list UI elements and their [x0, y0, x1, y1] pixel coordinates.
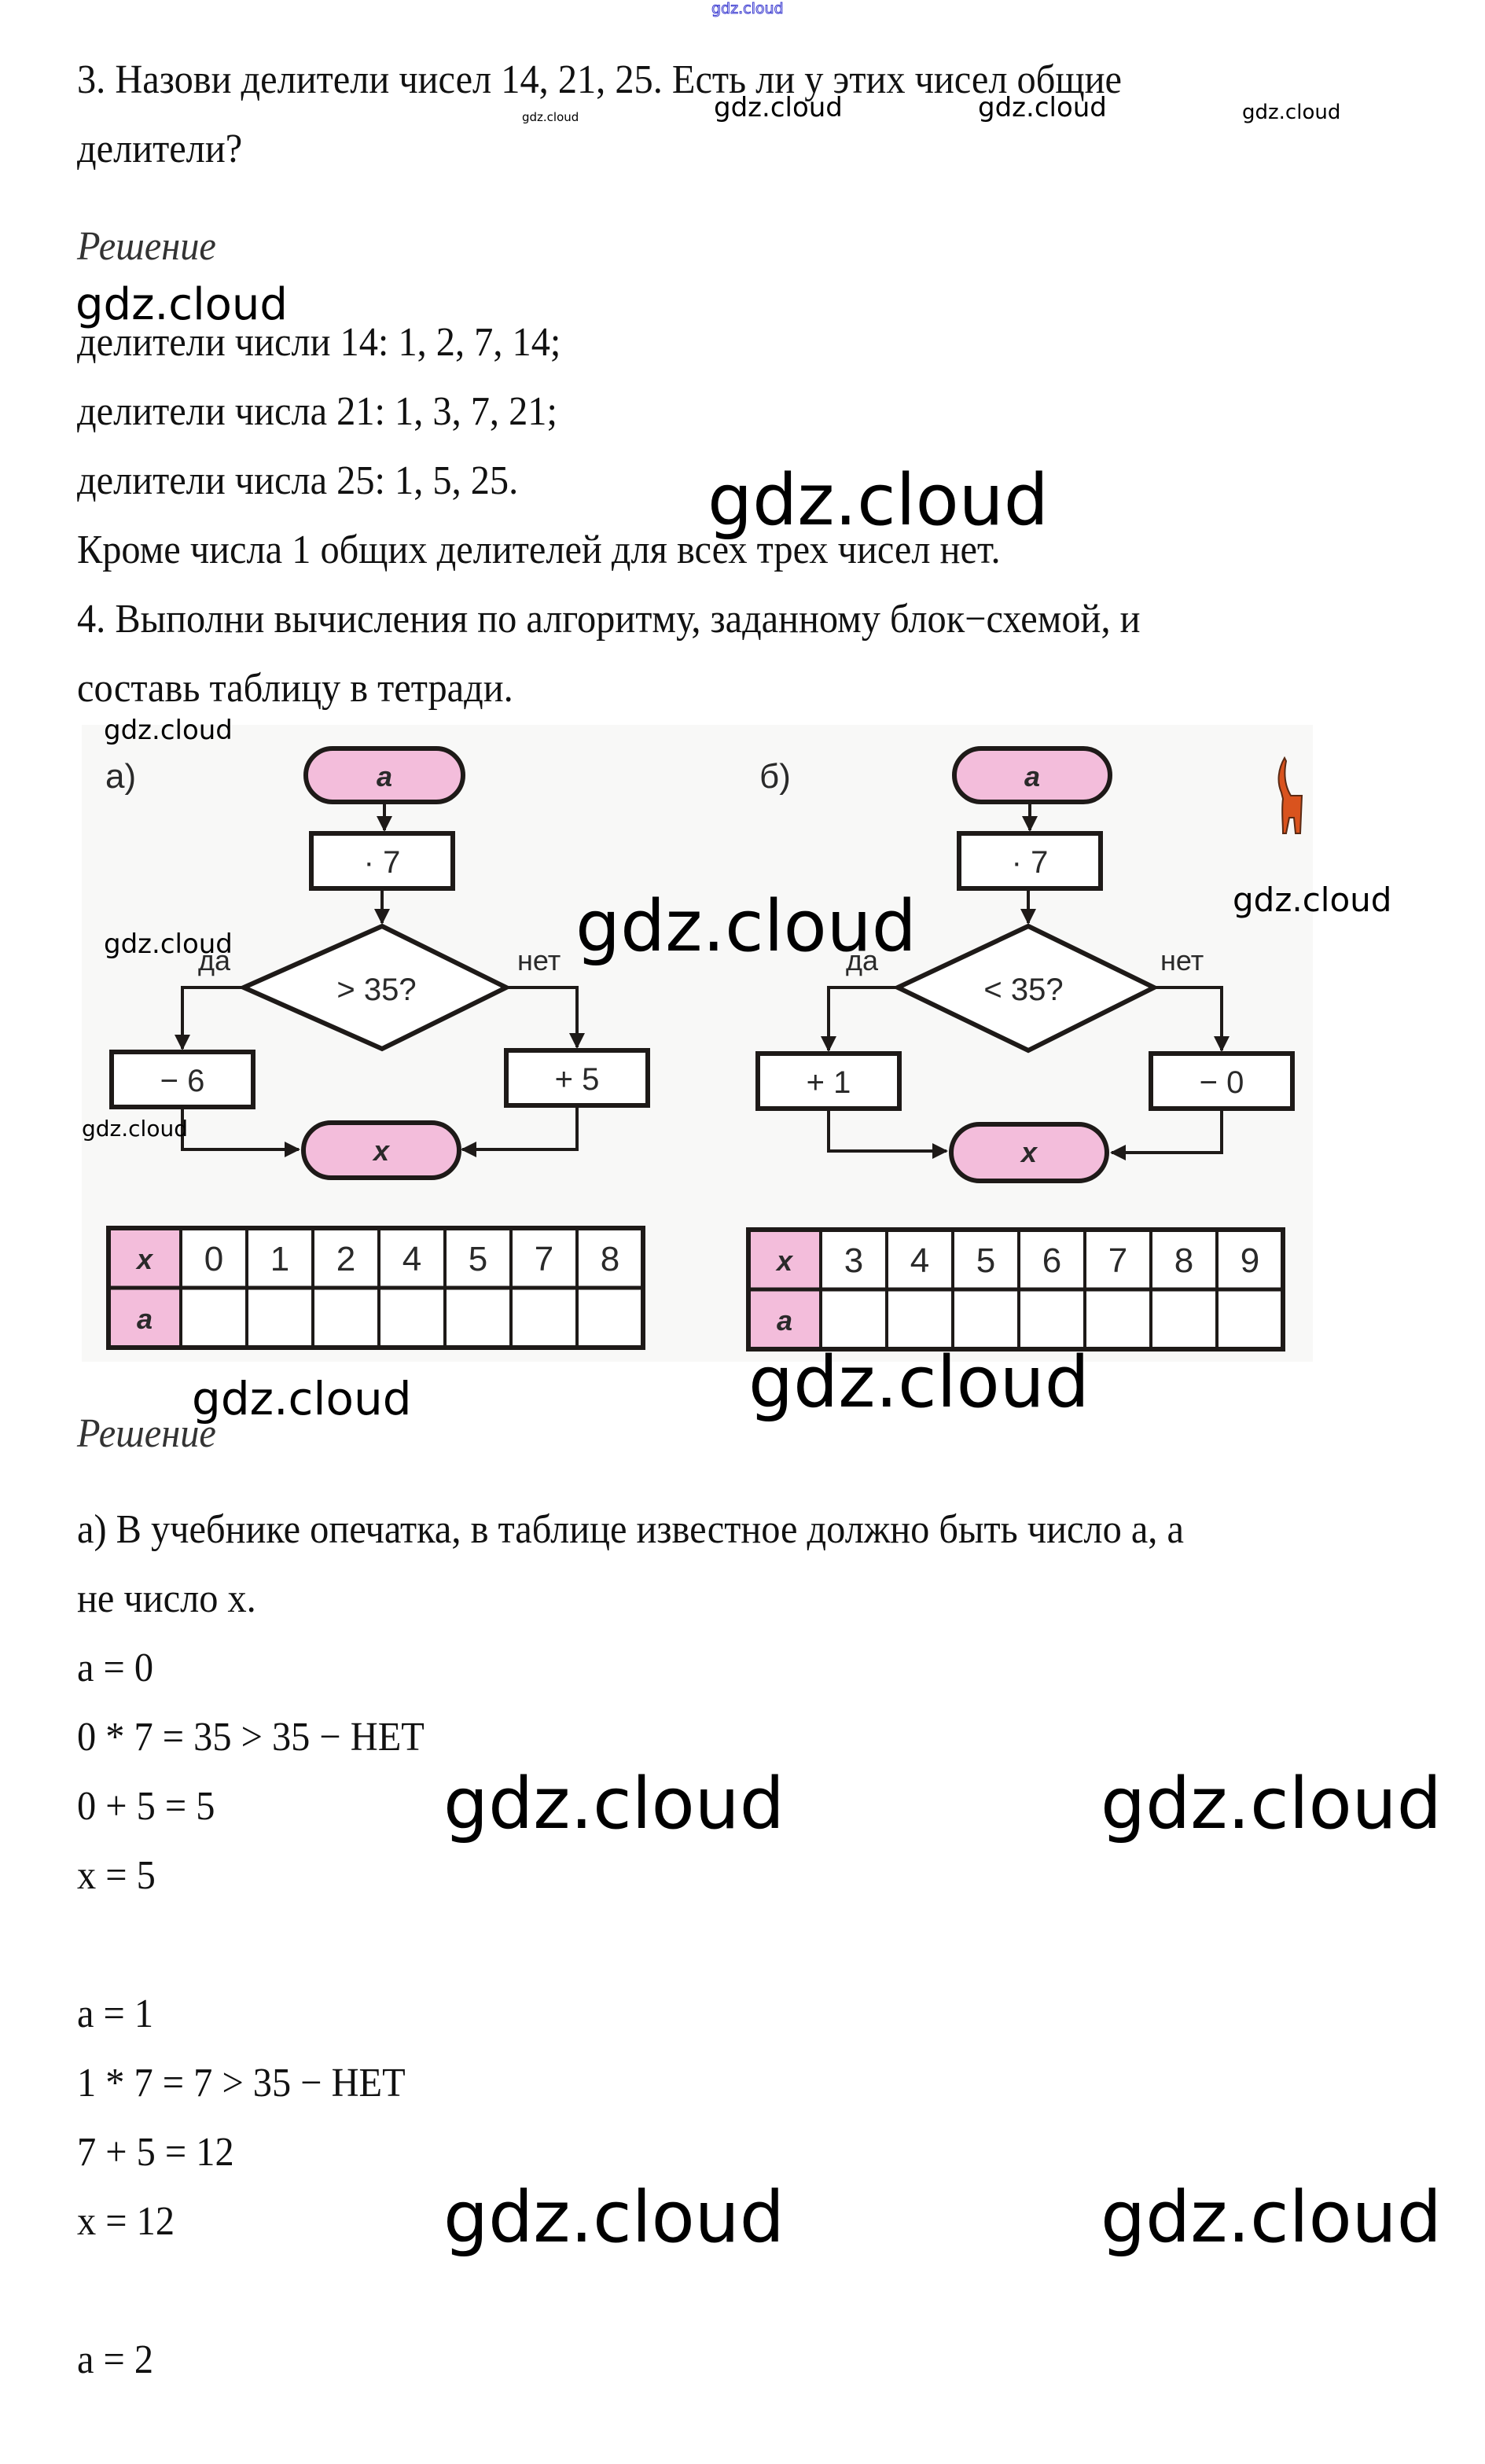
diagram-b-start-label: a: [1024, 760, 1040, 793]
diagram-b-arrow-merge-left: [827, 1109, 948, 1159]
diagram-b-arrow-no: [1154, 986, 1230, 1052]
step-line: 0 * 7 = 35 > 35 − НЕТ: [77, 1715, 425, 1760]
diagram-b-arrow-merge-right: [1110, 1109, 1223, 1160]
diagram-a-decision: [237, 923, 512, 1052]
watermark: gdz.cloud: [1233, 881, 1392, 919]
task3-question-line2: делители?: [77, 127, 243, 171]
watermark: gdz.cloud: [708, 459, 1049, 542]
step-line: а = 1: [77, 1991, 154, 2036]
diagram-a-yes-op: − 6: [160, 1064, 205, 1098]
table-value-cell: 6: [1042, 1241, 1061, 1280]
watermark: gdz.cloud: [978, 92, 1107, 123]
step-line: а = 0: [77, 1646, 154, 1690]
table-value-cell: 4: [402, 1240, 421, 1278]
diagram-b-start-terminal: [952, 746, 1112, 804]
flowcharts-svg: а) a · 7 > 35? да нет − 6 + 5 x: [105, 746, 1295, 1352]
diagram-a-condition: > 35?: [336, 973, 416, 1007]
diagram-b-no-op: − 0: [1200, 1065, 1244, 1100]
watermark: gdz.cloud: [82, 1116, 188, 1142]
task4-solution-intro-line1: а) В учебнике опечатка, в таблице извест…: [77, 1507, 1184, 1552]
diagram-a-end-label: x: [372, 1135, 391, 1167]
diagram-a-yes-label: да: [198, 944, 231, 976]
watermark: gdz.cloud: [1242, 101, 1341, 124]
diagram-a-step-label: · 7: [364, 845, 401, 880]
table-value-cell: 5: [976, 1241, 995, 1280]
watermark: gdz.cloud: [443, 2176, 785, 2259]
table-value-cell: 5: [469, 1240, 487, 1278]
diagram-a-table: xa 0 1 2 4 5 7 8: [106, 1226, 645, 1350]
step-line: 1 * 7 = 7 > 35 − НЕТ: [77, 2061, 406, 2105]
diagram-a-step-box: [309, 831, 455, 891]
diagram-b-end-label: x: [1020, 1136, 1038, 1168]
watermark: gdz.cloud: [443, 1763, 785, 1845]
watermark: gdz.cloud: [75, 279, 288, 330]
step-line: а = 2: [77, 2337, 154, 2382]
task3-line-4: Кроме числа 1 общих делителей для всех т…: [77, 528, 1001, 572]
flowchart-figure: а) a · 7 > 35? да нет − 6 + 5 x: [82, 725, 1313, 1362]
watermark: gdz.cloud: [748, 1341, 1090, 1424]
watermark: gdz.cloud: [575, 885, 917, 968]
table-row-header-a: a: [137, 1303, 153, 1335]
diagram-b-no-label: нет: [1160, 944, 1204, 976]
diagram-a-label: а): [105, 757, 136, 796]
watermark-top: gdz.cloud: [711, 0, 785, 18]
step-line: x = 5: [77, 1853, 156, 1898]
task3-line-1: делители числи 14: 1, 2, 7, 14;: [77, 320, 561, 365]
table-value-cell: 7: [1108, 1241, 1127, 1280]
diagram-a: а) a · 7 > 35? да нет − 6 + 5 x: [105, 746, 650, 1350]
diagram-b-yes-op: + 1: [807, 1065, 851, 1100]
table-row-header-a: a: [777, 1304, 792, 1337]
table-row-header-x: x: [135, 1243, 154, 1275]
task3-line-3: делители числа 25: 1, 5, 25.: [77, 458, 519, 503]
watermark: gdz.cloud: [192, 1372, 412, 1425]
table-value-cell: 0: [204, 1240, 223, 1278]
diagram-b-end-terminal: [949, 1122, 1109, 1183]
task4-question-line1: 4. Выполни вычисления по алгоритму, зада…: [77, 597, 1141, 642]
diagram-b-step-label: · 7: [1012, 845, 1049, 880]
task3-question-line1: 3. Назови делители чисел 14, 21, 25. Ест…: [77, 57, 1122, 102]
diagram-b-yes-label: да: [846, 944, 879, 976]
table-row-header-x: x: [775, 1245, 794, 1277]
task3-solution-heading: Решение: [77, 224, 216, 269]
diagram-b-decision: [892, 923, 1160, 1054]
task4-solution-heading: Решение: [77, 1411, 216, 1456]
diagram-b-label: б): [759, 757, 791, 796]
diagram-b-condition: < 35?: [983, 973, 1063, 1007]
table-value-cell: 2: [336, 1240, 355, 1278]
table-value-cell: 3: [844, 1241, 863, 1280]
watermark: gdz.cloud: [522, 110, 579, 124]
diagram-a-arrow-no: [506, 986, 585, 1049]
step-line: 0 + 5 = 5: [77, 1784, 215, 1829]
watermark: gdz.cloud: [714, 92, 843, 123]
diagram-a-no-op: + 5: [555, 1062, 600, 1097]
diagram-a-arrow-yes: [175, 986, 244, 1050]
diagram-a-end-terminal: [301, 1120, 461, 1180]
diagram-a-arrow-merge-right: [461, 1105, 579, 1157]
watermark: gdz.cloud: [104, 929, 233, 960]
step-line: x = 12: [77, 2199, 175, 2244]
watermark: gdz.cloud: [1101, 2176, 1442, 2259]
table-value-cell: 4: [910, 1241, 929, 1280]
watermark: gdz.cloud: [1101, 1763, 1442, 1845]
table-value-cell: 7: [535, 1240, 553, 1278]
cat-illustration: [1277, 756, 1303, 834]
task4-question-line2: составь таблицу в тетради.: [77, 666, 513, 711]
diagram-b-table: xa 3 4 5 6 7 8 9: [746, 1227, 1285, 1352]
task4-solution-intro-line2: не число х.: [77, 1576, 256, 1621]
table-value-cell: 8: [601, 1240, 619, 1278]
step-line: 7 + 5 = 12: [77, 2130, 234, 2175]
diagram-a-no-label: нет: [517, 944, 561, 976]
table-value-cell: 8: [1174, 1241, 1193, 1280]
diagram-a-arrow-merge-left: [181, 1107, 300, 1157]
diagram-b-arrow-yes: [821, 986, 898, 1052]
diagram-b-yes-op-box: [755, 1051, 902, 1111]
task3-line-2: делители числа 21: 1, 3, 7, 21;: [77, 389, 557, 434]
diagram-a-start-label: a: [377, 760, 392, 793]
watermark: gdz.cloud: [104, 715, 233, 746]
table-value-cell: 1: [270, 1240, 289, 1278]
table-value-cell: 9: [1241, 1241, 1259, 1280]
